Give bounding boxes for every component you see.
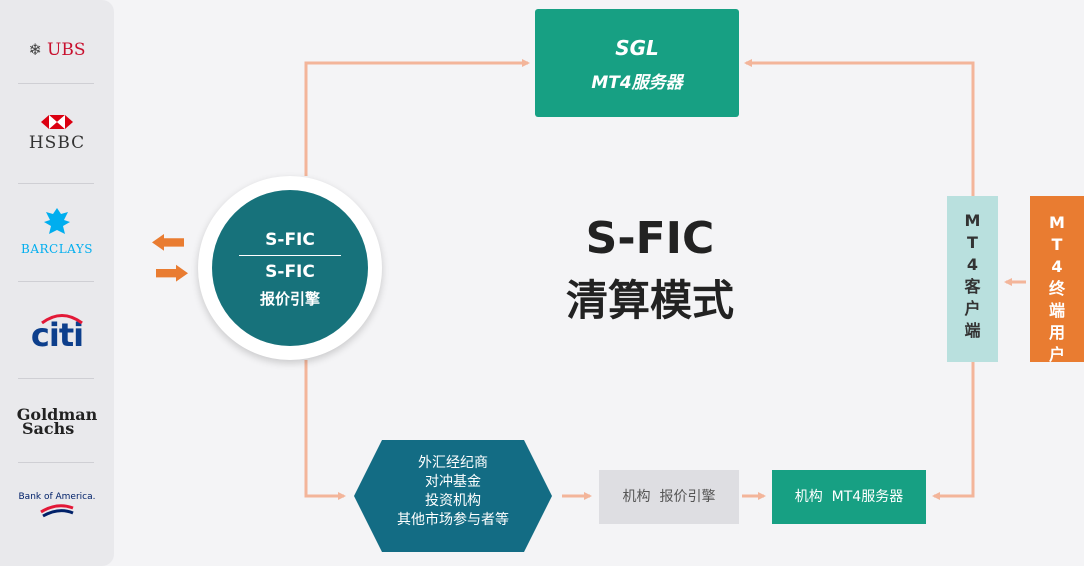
bank-sidebar: ❄ UBS HSBC BARCLAYS citi Goldman Sachs xyxy=(0,0,114,566)
hsbc-hexagon-icon xyxy=(41,115,73,129)
title-line2: 清算模式 xyxy=(565,276,734,325)
institutions-hexagon xyxy=(354,440,552,552)
title-line1: S-FIC xyxy=(585,213,715,264)
mt4-client-label: M T 4 客 户 端 xyxy=(964,211,981,340)
institutions-label: 外汇经纪商 对冲基金 投资机构 其他市场参与者等 xyxy=(355,454,551,530)
engine-to-institutions-line xyxy=(304,360,346,500)
diagram-title: S-FIC 清算模式 xyxy=(520,208,780,332)
barclays-eagle-icon xyxy=(44,208,70,234)
bank-hsbc: HSBC xyxy=(0,114,114,153)
divider xyxy=(18,378,94,379)
bank-ubs-label: UBS xyxy=(47,40,86,60)
bank-citi-label: citi xyxy=(30,316,84,354)
engine-to-sgl-line xyxy=(304,59,530,176)
sgl-mt4-label: MT4服务器 xyxy=(591,73,683,93)
institution-quote-engine-box: 机构 报价引擎 xyxy=(599,470,739,524)
bank-barclays-label: BARCLAYS xyxy=(21,242,93,256)
ubs-keys-icon: ❄ xyxy=(28,40,42,59)
citi-arc-icon xyxy=(41,314,83,324)
institution-line: 投资机构 xyxy=(425,493,481,509)
client-to-sgl-line xyxy=(744,59,975,196)
mt4-client-box: M T 4 客 户 端 xyxy=(947,196,998,362)
bank-of-america: Bank of America. xyxy=(0,492,114,522)
mt4-user-box: M T 4 终 端 用 户 xyxy=(1030,196,1084,364)
bank-sachs-label: Sachs xyxy=(22,419,75,438)
boa-flag-icon xyxy=(40,504,74,518)
institution-line: 对冲基金 xyxy=(425,474,481,490)
institution-line: 外汇经纪商 xyxy=(418,455,488,471)
bank-citi: citi xyxy=(0,312,114,354)
bank-goldman-sachs: Goldman Sachs xyxy=(0,405,114,438)
engine-divider xyxy=(239,255,341,256)
sgl-label: SGL xyxy=(615,36,659,60)
divider xyxy=(18,183,94,184)
bidirectional-arrows-icon xyxy=(152,234,188,282)
divider xyxy=(18,83,94,84)
bank-ubs: ❄ UBS xyxy=(0,40,114,60)
divider xyxy=(18,281,94,282)
divider xyxy=(18,462,94,463)
institution-mt4-server-box: 机构 MT4服务器 xyxy=(772,470,926,524)
institution-line: 其他市场参与者等 xyxy=(397,512,509,528)
mt4-user-label: M T 4 终 端 用 户 xyxy=(1048,213,1065,364)
bank-boa-label: Bank of America. xyxy=(18,492,96,502)
sgl-mt4-server-box: SGL MT4服务器 xyxy=(535,9,739,117)
sfic-engine-circle: S-FIC S-FIC 报价引擎 xyxy=(212,190,368,346)
bank-hsbc-label: HSBC xyxy=(28,133,86,153)
engine-line1: S-FIC xyxy=(265,230,315,250)
bank-barclays: BARCLAYS xyxy=(0,206,114,256)
engine-line3: 报价引擎 xyxy=(259,290,320,308)
client-to-inst-mt4-line xyxy=(932,362,975,500)
bank-goldman-label: Goldman xyxy=(16,405,98,424)
engine-line2: S-FIC xyxy=(265,262,315,282)
